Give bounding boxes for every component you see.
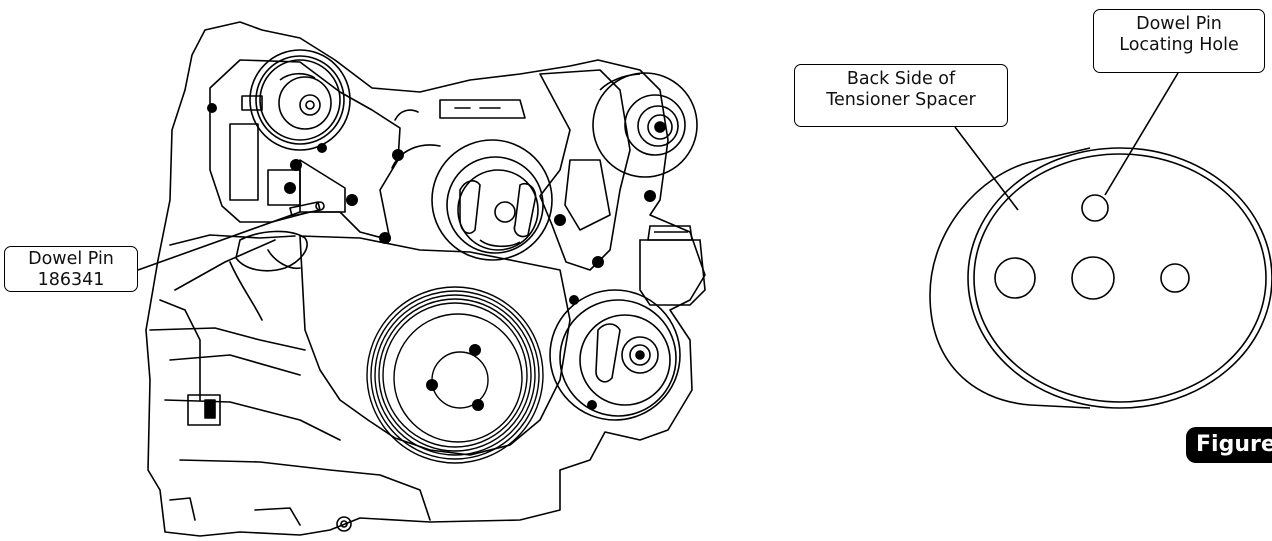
- power-steering-pulley: [549, 289, 681, 421]
- right-bracket: [539, 69, 631, 271]
- callout-dowel-pin-line2: 186341: [37, 270, 105, 290]
- figure-label: Figure 1: [1186, 427, 1272, 493]
- tensioner-spacer: [929, 147, 1272, 409]
- spacer-body-edge: [929, 161, 1031, 406]
- callout-hole-line2: Locating Hole: [1119, 35, 1239, 55]
- bolt-heads: [207, 103, 656, 411]
- water-pump-pulley: [431, 139, 553, 261]
- callout-locating-hole: Dowel Pin Locating Hole: [1093, 9, 1265, 73]
- dowel-locating-hole: [1081, 194, 1109, 222]
- engine-block-outline: [145, 21, 706, 537]
- callout-tensioner-spacer: Back Side of Tensioner Spacer: [794, 64, 1008, 127]
- ps-reservoir: [639, 225, 706, 306]
- alternator-pulley: [592, 72, 698, 178]
- callout-spacer-line1: Back Side of: [846, 69, 956, 89]
- leader-spacer: [954, 126, 1019, 211]
- ac-compressor-pulley: [249, 49, 351, 151]
- bolt-hole-right: [1160, 263, 1190, 293]
- leader-dowel-pin: [137, 211, 301, 271]
- spacer-face: [967, 147, 1272, 409]
- bolt-hole-left: [994, 257, 1036, 299]
- callout-dowel-pin: Dowel Pin 186341: [4, 246, 138, 292]
- callout-spacer-line2: Tensioner Spacer: [826, 90, 976, 110]
- callout-dowel-pin-line1: Dowel Pin: [28, 249, 114, 269]
- bolt-hole-center: [1071, 256, 1115, 300]
- leader-hole: [1104, 72, 1179, 196]
- callout-hole-line1: Dowel Pin: [1136, 14, 1222, 34]
